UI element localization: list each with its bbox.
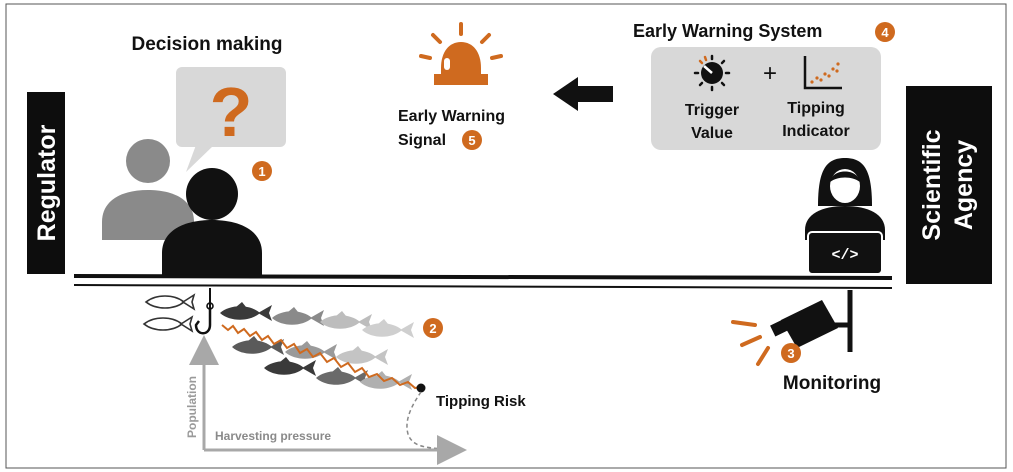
svg-text:5: 5 <box>468 133 475 148</box>
trigger-label-line2: Value <box>691 125 733 142</box>
monitoring-label: Monitoring <box>783 373 881 394</box>
speech-bubble: ? <box>176 67 286 172</box>
ground-line <box>73 274 893 289</box>
step-badge-4: 4 <box>875 22 895 42</box>
ews-title: Early Warning System <box>633 21 822 41</box>
regulator-banner <box>27 92 65 274</box>
collapse-path <box>406 391 447 450</box>
population-axes <box>189 335 467 465</box>
harvesting-axis-label: Harvesting pressure <box>215 429 331 443</box>
step-badge-3: 3 <box>781 343 801 363</box>
population-axis-label: Population <box>185 376 199 438</box>
frame-border <box>5 3 1007 469</box>
fish-icon <box>362 319 414 338</box>
step-badge-2: 2 <box>423 318 443 338</box>
fishing-hook-icon <box>194 288 214 335</box>
signal-label-line1: Early Warning <box>398 108 505 125</box>
fish-icon <box>272 307 324 326</box>
fish-icon <box>336 346 388 365</box>
gauge-icon <box>693 54 731 92</box>
fish-icon <box>264 357 316 376</box>
caught-fish-icon <box>143 316 193 332</box>
step-badge-5: 5 <box>462 130 482 150</box>
population-trajectory <box>221 324 422 390</box>
svg-text:3: 3 <box>787 346 794 361</box>
monitoring-camera-icon <box>731 290 853 366</box>
tipping-risk-label: Tipping Risk <box>436 393 526 410</box>
regulator-person-icon <box>162 168 262 275</box>
tipping-indicator-line2: Indicator <box>782 123 850 140</box>
plus-sign: + <box>763 60 777 87</box>
svg-text:4: 4 <box>881 25 889 40</box>
signal-arrow <box>553 77 613 111</box>
gray-person-icon <box>102 139 194 240</box>
tipping-chart-icon <box>803 56 842 90</box>
tipping-point-marker <box>416 383 426 393</box>
scientist-person-icon <box>805 158 885 240</box>
svg-text:2: 2 <box>429 321 436 336</box>
fish-icon <box>220 302 272 321</box>
caught-fish-icon <box>145 294 195 310</box>
decision-making-label: Decision making <box>132 34 283 55</box>
agency-label: Agency <box>950 140 978 230</box>
fish-school <box>220 302 414 390</box>
laptop-icon: </> <box>807 231 883 275</box>
fish-icon <box>232 336 284 355</box>
trigger-label-line1: Trigger <box>685 102 739 119</box>
tipping-indicator-line1: Tipping <box>787 100 844 117</box>
scientific-agency-banner <box>906 86 992 284</box>
alarm-light-icon <box>419 22 503 85</box>
signal-label-line2: Signal <box>398 132 446 149</box>
step-badge-1: 1 <box>252 161 272 181</box>
scientific-label: Scientific <box>918 129 946 240</box>
regulator-label: Regulator <box>33 124 61 241</box>
fish-icon <box>320 311 372 330</box>
code-icon: </> <box>831 247 858 264</box>
svg-text:1: 1 <box>258 164 265 179</box>
question-mark-icon: ? <box>210 73 253 151</box>
